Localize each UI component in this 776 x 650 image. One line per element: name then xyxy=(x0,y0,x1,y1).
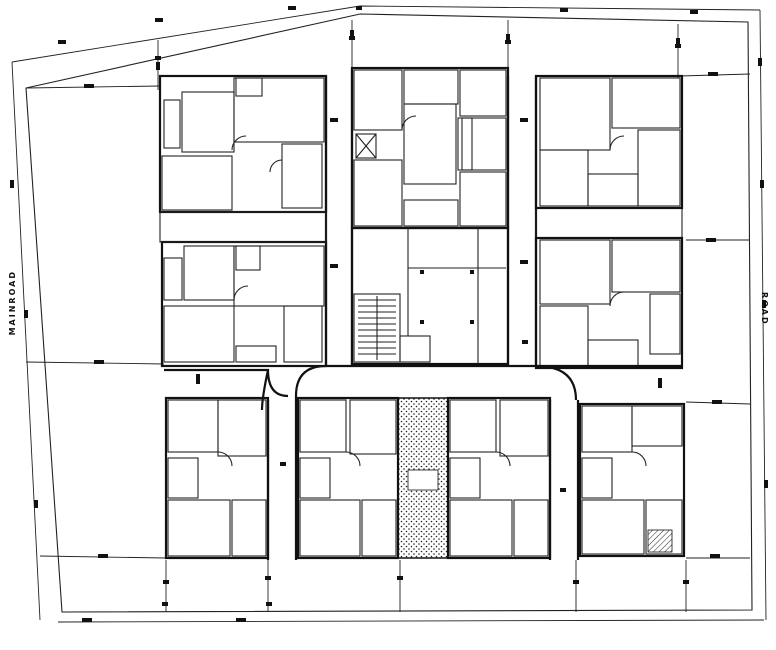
flat-bottom-center-right xyxy=(446,396,552,560)
flat-top-right xyxy=(534,74,684,210)
plot-boundary xyxy=(25,13,753,613)
left-corridor xyxy=(159,70,354,366)
main-road-label: MAINROAD xyxy=(8,270,17,336)
dimension-ticks xyxy=(10,6,768,622)
flat-mid-left xyxy=(160,240,328,368)
flat-top-center xyxy=(350,66,510,230)
flat-bottom-left xyxy=(164,396,270,560)
flat-mid-right xyxy=(534,236,684,370)
column-markers xyxy=(156,30,680,606)
right-corridor xyxy=(506,76,683,366)
courtyard-center-block xyxy=(407,469,439,491)
core-lift-stair xyxy=(350,226,510,366)
courtyard-dotted xyxy=(397,397,449,559)
flat-bottom-right xyxy=(578,402,686,558)
road-label-right: ROAD xyxy=(760,292,769,326)
dimension-lines xyxy=(11,5,767,623)
flat-bottom-center-left xyxy=(296,396,400,560)
flat-top-left xyxy=(158,74,328,214)
